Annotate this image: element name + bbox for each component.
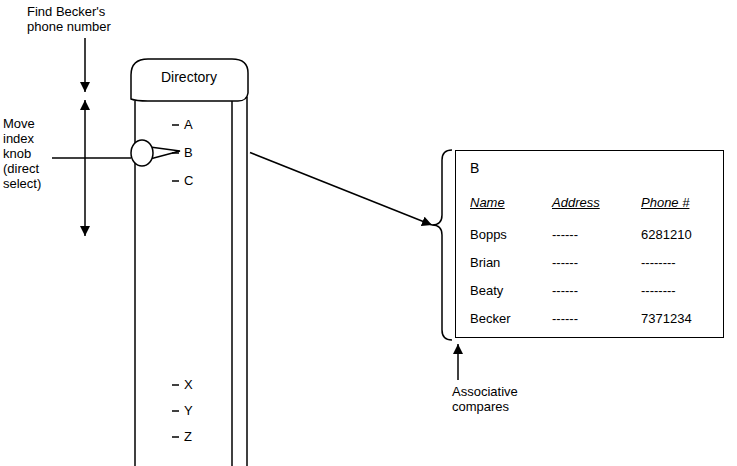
associative-label: Associative compares (452, 384, 552, 414)
tab-tick (172, 410, 179, 412)
table-cell: ------ (552, 283, 578, 298)
table-cell: -------- (641, 255, 676, 270)
tab-tick (172, 384, 179, 386)
table-cell: Beaty (470, 283, 503, 298)
table-cell: Bopps (470, 227, 507, 242)
index-tab-letter: Y (184, 403, 193, 418)
curly-bracket (432, 150, 452, 340)
book-side (246, 97, 248, 466)
table-cell: ------ (552, 227, 578, 242)
directory-book: DirectoryABC XYZ (128, 55, 250, 466)
associative-arrow (457, 344, 459, 380)
index-knob-bulb (131, 140, 153, 166)
table-cell: Brian (470, 255, 500, 270)
lookup-arrow (250, 153, 432, 226)
table-cell: -------- (641, 283, 676, 298)
table-cell: B (470, 161, 479, 176)
index-tab-letter: B (184, 145, 193, 160)
tab-tick (172, 436, 179, 438)
book-front-right (231, 101, 233, 466)
table-cell: Becker (470, 311, 510, 326)
directory-page-box: B Name Address Phone # Bopps ------ 6281210Bri… (455, 150, 724, 338)
index-tab-letter: X (184, 377, 193, 392)
table-cell: 6281210 (641, 227, 692, 242)
knob-label: Move index knob (direct select) (3, 116, 55, 191)
index-knob (150, 147, 180, 159)
table-cell: Phone # (641, 195, 689, 210)
table-cell: Name (470, 195, 505, 210)
move-double-arrow (84, 100, 86, 236)
tab-tick (172, 124, 179, 126)
table-cell: 7371234 (641, 311, 692, 326)
tab-tick (172, 180, 179, 182)
index-tab-letter: A (184, 117, 193, 132)
index-tab-letter: C (184, 173, 193, 188)
index-tab-letter: Z (184, 429, 192, 444)
table-cell: ------ (552, 255, 578, 270)
book-title: Directory (128, 70, 250, 85)
instruction-label: Find Becker's phone number (27, 4, 123, 34)
tab-tick (172, 152, 179, 154)
table-cell: Address (552, 195, 600, 210)
table-cell: ------ (552, 311, 578, 326)
knob-leader (52, 157, 131, 159)
find-arrow (84, 38, 86, 92)
